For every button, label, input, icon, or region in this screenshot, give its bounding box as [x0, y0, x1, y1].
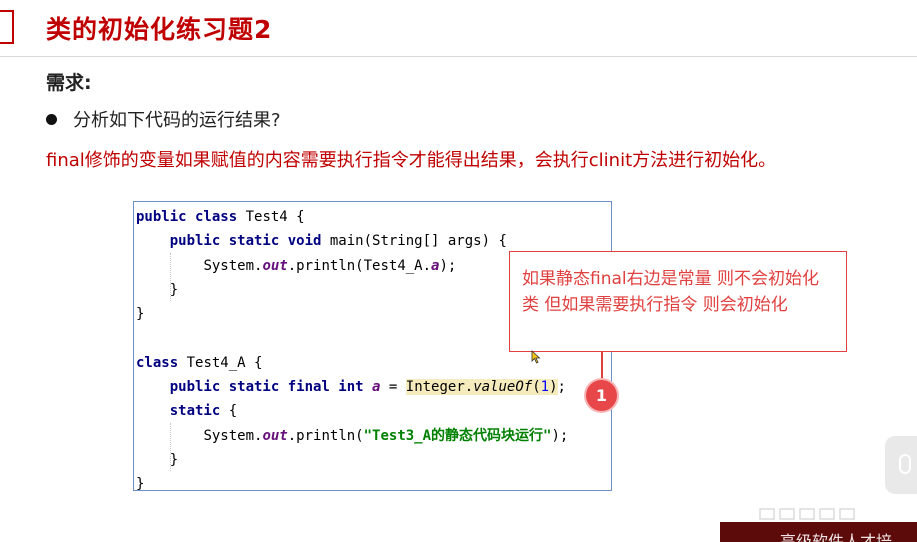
- slide-title: 类的初始化练习题2: [46, 15, 273, 44]
- side-panel-tab[interactable]: [885, 436, 917, 494]
- indent-guide: [170, 423, 172, 471]
- code-text-span: main(String[] args) {: [321, 233, 507, 250]
- code-text: public class Test4 { public static void …: [136, 205, 568, 497]
- code-text-span: Test4_A {: [178, 354, 263, 371]
- code-keyword: public class: [136, 209, 238, 225]
- bullet-text: 分析如下代码的运行结果?: [73, 110, 281, 131]
- code-line: public static final int a = Integer.valu…: [136, 375, 568, 399]
- code-text-span: }: [169, 451, 179, 468]
- code-text-span: );: [551, 427, 569, 444]
- code-text-span: .println(: [287, 427, 364, 444]
- code-number: 1: [540, 379, 550, 396]
- code-line: }: [136, 472, 568, 496]
- phone-icon: [899, 454, 911, 474]
- code-text-span: );: [439, 257, 457, 274]
- code-text-span: }: [169, 281, 179, 298]
- code-text-span: }: [136, 476, 145, 493]
- code-method: valueOf: [473, 379, 533, 396]
- footer-brand-strip: 高级软件人才培: [720, 522, 917, 542]
- code-line: }: [136, 302, 568, 326]
- annotation-badge[interactable]: 1: [586, 380, 617, 411]
- explanation-note: final修饰的变量如果赋值的内容需要执行指令才能得出结果，会执行clinit方…: [46, 150, 777, 171]
- code-keyword: public static void: [169, 233, 322, 250]
- code-line: public class Test4 {: [136, 205, 568, 229]
- code-keyword: static: [169, 403, 221, 420]
- code-line: class Test4_A {: [136, 351, 568, 375]
- code-text-span: Test4 {: [237, 209, 305, 225]
- bullet-item: 分析如下代码的运行结果?: [46, 106, 281, 132]
- code-text-span: }: [136, 306, 145, 323]
- code-line: public static void main(String[] args) {: [136, 229, 568, 253]
- watermark-icon: [759, 508, 855, 520]
- callout-connector: [601, 352, 603, 386]
- indent-guide: [170, 253, 172, 301]
- code-text-span: ): [549, 379, 558, 396]
- code-line-blank: [136, 326, 568, 350]
- code-line: System.out.println(Test4_A.a);: [136, 254, 568, 278]
- code-line: }: [136, 448, 568, 472]
- code-field: a: [431, 257, 440, 274]
- code-line: static {: [136, 399, 568, 423]
- code-string: "Test3_A的静态代码块运行": [363, 427, 552, 444]
- code-text-span: System.: [203, 257, 263, 274]
- code-text-span: Integer.: [405, 379, 474, 396]
- code-text-span: .println(Test4_A.: [287, 257, 432, 274]
- code-text-span: =: [380, 379, 406, 396]
- code-text-span: {: [220, 403, 238, 420]
- code-text-span: ;: [557, 379, 566, 396]
- title-divider: [0, 56, 917, 57]
- code-field: a: [372, 379, 381, 396]
- requirement-heading: 需求:: [46, 72, 92, 94]
- code-field: out: [262, 257, 288, 274]
- bullet-dot-icon: [46, 113, 57, 125]
- mouse-cursor-icon: [531, 350, 541, 364]
- title-marker: [0, 10, 14, 44]
- code-field: out: [262, 427, 288, 444]
- highlighted-expression: Integer.valueOf(1): [405, 379, 558, 396]
- code-keyword: public static final int: [169, 379, 364, 396]
- code-text-span: System.: [203, 427, 263, 444]
- code-line: System.out.println("Test3_A的静态代码块运行");: [136, 424, 568, 448]
- code-keyword: class: [136, 354, 179, 371]
- code-text-span: (: [532, 379, 541, 396]
- annotation-callout: 如果静态final右边是常量 则不会初始化类 但如果需要执行指令 则会初始化: [509, 251, 847, 352]
- footer-brand-text: 高级软件人才培: [780, 532, 893, 542]
- code-line: }: [136, 278, 568, 302]
